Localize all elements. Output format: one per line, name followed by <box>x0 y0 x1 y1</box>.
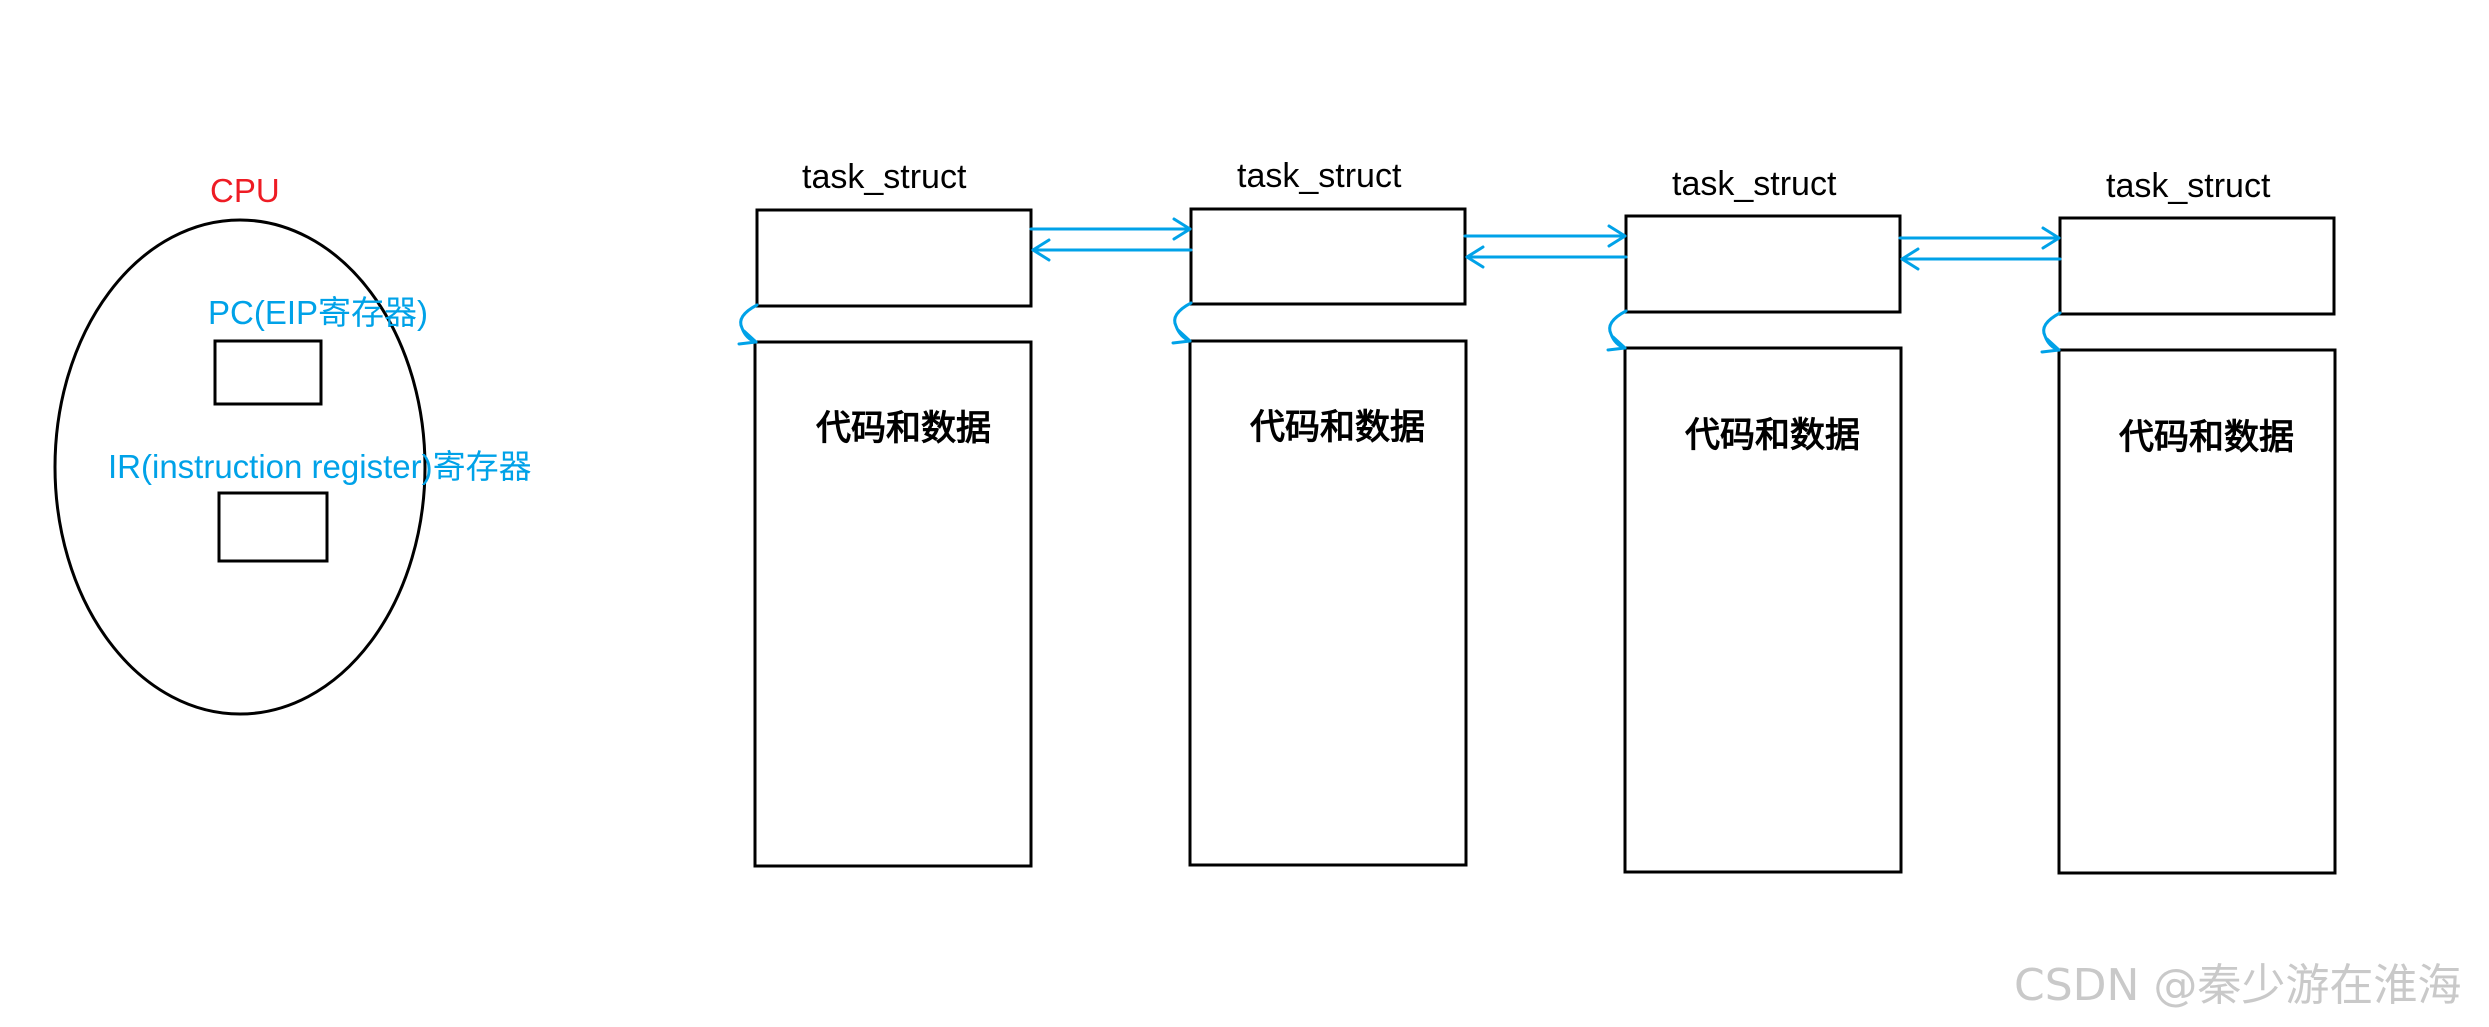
code-data-box <box>2057 348 2337 875</box>
arrow-head <box>1172 217 1192 241</box>
code-data-box <box>1188 339 1468 867</box>
code-data-label: 代码和数据 <box>815 409 991 449</box>
code-data-label: 代码和数据 <box>1249 408 1425 448</box>
process-2: task_struct 代码和数据 <box>1171 157 1468 867</box>
arrow-head <box>1900 247 1920 271</box>
process-3: task_struct 代码和数据 <box>1606 165 1903 874</box>
cpu-ellipse <box>53 218 427 716</box>
task-struct-box <box>755 208 1033 308</box>
task-to-code-arrow <box>2042 311 2062 352</box>
link-3-4 <box>1898 226 2062 271</box>
arrow-head <box>1465 245 1485 269</box>
cpu-title: CPU <box>210 172 280 209</box>
link-2-3 <box>1463 224 1628 269</box>
code-data-label: 代码和数据 <box>1684 416 1860 456</box>
task-to-code-arrow <box>739 303 759 344</box>
link-1-2 <box>1029 217 1193 262</box>
arrow-head <box>2040 337 2061 354</box>
arrow-head <box>1607 224 1627 248</box>
pc-register-label: PC(EIP寄存器) <box>208 294 428 331</box>
task-struct-label: task_struct <box>802 158 967 196</box>
pc-register-box <box>213 339 323 406</box>
watermark: CSDN @秦少游在淮海 <box>2014 960 2461 1011</box>
arrow-head <box>1171 328 1192 345</box>
ir-register-label: IR(instruction register)寄存器 <box>108 448 532 485</box>
arrow-head <box>737 329 758 346</box>
ir-register-box <box>217 491 329 563</box>
task-struct-box <box>2058 216 2336 316</box>
task-struct-label: task_struct <box>1237 157 1402 195</box>
code-data-box <box>753 340 1033 868</box>
task-to-code-arrow <box>1608 309 1628 350</box>
process-4: task_struct 代码和数据 <box>2040 167 2337 875</box>
task-struct-box <box>1624 214 1902 314</box>
process-1: task_struct 代码和数据 <box>737 158 1033 868</box>
arrow-head <box>1606 335 1627 352</box>
arrow-head <box>1031 238 1051 262</box>
task-struct-label: task_struct <box>1672 165 1837 203</box>
task-struct-box <box>1189 207 1467 306</box>
task-struct-label: task_struct <box>2106 167 2271 205</box>
code-data-box <box>1623 346 1903 874</box>
code-data-label: 代码和数据 <box>2118 418 2294 458</box>
arrow-head <box>2041 226 2061 250</box>
